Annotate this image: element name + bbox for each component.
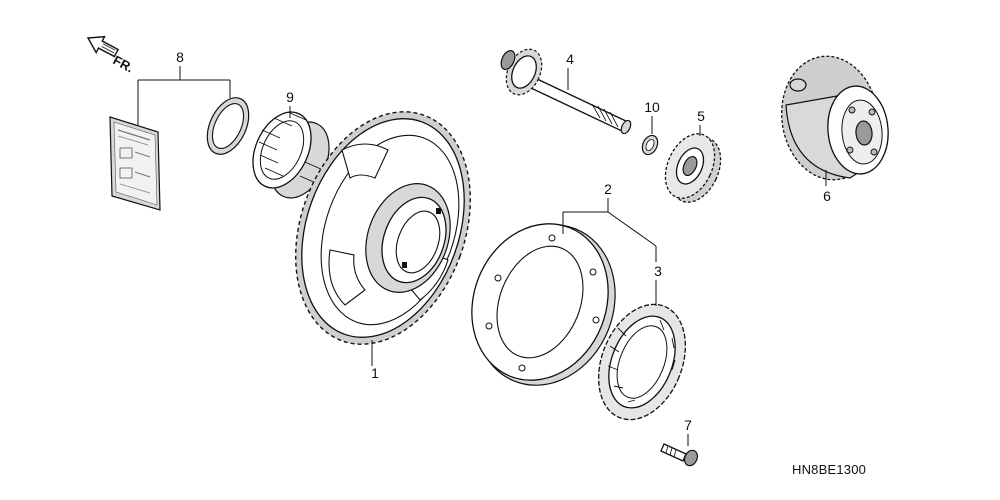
part-1-starter-driven-gear[interactable] bbox=[265, 87, 501, 369]
part-9-needle-bearing[interactable] bbox=[242, 103, 341, 207]
callout-5: 5 bbox=[697, 108, 705, 124]
part-7-bolt[interactable] bbox=[660, 443, 700, 468]
part-8-thrust-washer[interactable] bbox=[199, 91, 257, 161]
diagram-code: HN8BE1300 bbox=[792, 462, 866, 477]
callout-4: 4 bbox=[566, 51, 574, 67]
callout-7: 7 bbox=[684, 417, 692, 433]
callout-1: 1 bbox=[371, 365, 379, 381]
part-10-washer[interactable] bbox=[639, 133, 660, 157]
callout-labels: 1 2 3 4 5 6 7 8 9 10 bbox=[176, 49, 831, 433]
part-6-clutch-assembly[interactable] bbox=[774, 50, 892, 186]
callout-10: 10 bbox=[644, 99, 660, 115]
callout-8: 8 bbox=[176, 49, 184, 65]
part-8-label[interactable] bbox=[109, 116, 161, 211]
leader-lines bbox=[137, 66, 827, 446]
callout-9: 9 bbox=[286, 89, 294, 105]
part-2-one-way-clutch-outer[interactable] bbox=[449, 203, 639, 406]
part-5-starter-idle-gear[interactable] bbox=[656, 126, 731, 210]
callout-3: 3 bbox=[654, 263, 662, 279]
part-3-one-way-clutch[interactable] bbox=[582, 291, 701, 432]
callout-6: 6 bbox=[823, 188, 831, 204]
callout-2: 2 bbox=[604, 181, 612, 197]
front-direction-indicator: FR. bbox=[86, 35, 136, 75]
part-4-starter-idle-shaft[interactable] bbox=[498, 43, 632, 135]
